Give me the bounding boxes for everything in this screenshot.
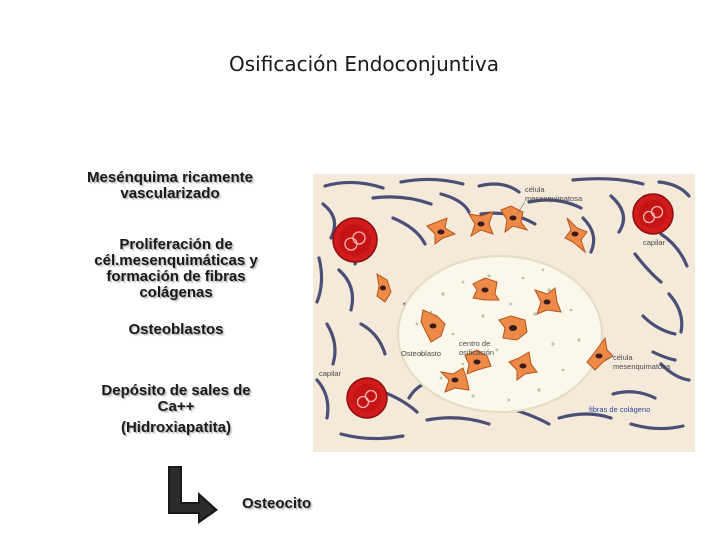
step-osteoblastos: Osteoblastos [128, 321, 224, 338]
slide-title: Osificación Endoconjuntiva [229, 52, 499, 76]
step-deposito-line-1: Depósito de sales de [101, 382, 251, 399]
step-proliferacion: Proliferación de cél.mesenquimáticas y f… [58, 237, 294, 301]
label-celula-bottom-1: célula [613, 353, 633, 362]
cells [376, 205, 614, 393]
step-proliferacion-line-4: colágenas [139, 284, 213, 301]
label-fibras: fibras de colágeno [589, 405, 650, 414]
label-osteoblasto: Osteoblasto [401, 349, 441, 358]
step-proliferacion-line-2: cél.mesenquimáticas y [94, 252, 258, 269]
ossification-illustration: célula mesenquimatosa capilar capilar Os… [315, 177, 691, 441]
cell [564, 217, 588, 254]
cell [498, 315, 528, 341]
cell [500, 205, 529, 234]
cell [534, 287, 562, 315]
cell [420, 309, 446, 343]
capillary-top-left [332, 217, 378, 263]
cell [586, 336, 614, 371]
cell [464, 349, 492, 375]
label-celula-top-1: célula [525, 185, 545, 194]
step-osteocito: Osteocito [242, 495, 312, 512]
diagram-labels: célula mesenquimatosa capilar capilar Os… [319, 185, 671, 414]
cell [376, 273, 392, 303]
label-capilar-left: capilar [319, 369, 342, 378]
mineral-dots [415, 268, 581, 402]
cell [472, 277, 500, 301]
cell [508, 351, 538, 381]
step-proliferacion-line-3: formación de fibras [106, 268, 246, 285]
label-centro-1: centro de [459, 339, 490, 348]
label-capilar-right: capilar [643, 238, 666, 247]
cell [439, 367, 470, 393]
capillaries [332, 193, 674, 419]
label-celula-bottom-2: mesenquimatosa [613, 362, 671, 371]
step-proliferacion-line-1: Proliferación de [119, 236, 233, 253]
step-mesenquima-line-2: vascularizado [120, 185, 220, 202]
label-celula-top-2: mesenquimatosa [525, 194, 583, 203]
step-deposito-line-2: Ca++ [157, 398, 195, 415]
ossification-diagram: célula mesenquimatosa capilar capilar Os… [313, 174, 695, 452]
step-mesenquima: Mesénquima ricamente vascularizado [58, 170, 282, 202]
step-deposito: Depósito de sales de Ca++ [70, 383, 282, 415]
cell [468, 211, 494, 238]
cell [426, 217, 457, 245]
capillary-top-right [632, 193, 674, 235]
capillary-bottom-left [346, 377, 388, 419]
bent-arrow-icon [168, 466, 218, 524]
step-mesenquima-line-1: Mesénquima ricamente [87, 169, 253, 186]
step-hidroxiapatita: (Hidroxiapatita) [120, 419, 231, 436]
label-centro-2: osificación [459, 348, 494, 357]
leader-lines [516, 201, 614, 361]
